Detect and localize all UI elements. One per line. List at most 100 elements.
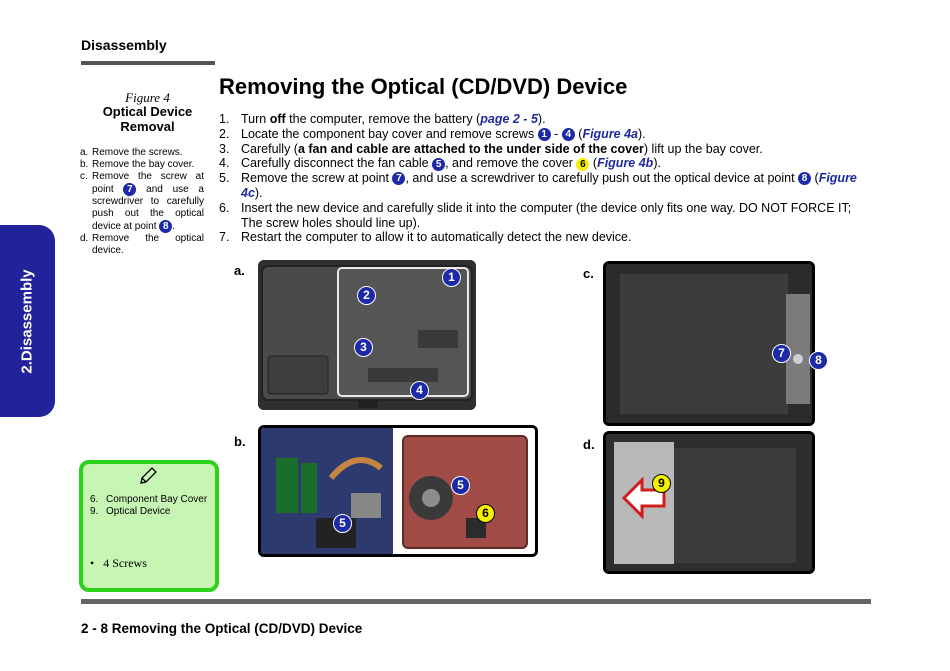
step-text-part: , and remove the cover xyxy=(445,156,577,171)
figure-step-text-pre: Remove the screw at point xyxy=(92,171,204,196)
footer-rule xyxy=(81,599,871,604)
step-text-part: ( xyxy=(589,156,598,171)
step-text-part: ). xyxy=(638,126,646,141)
step-text-part: Carefully ( xyxy=(241,141,298,156)
figure-step-key: d. xyxy=(80,233,89,245)
figure-4b-link[interactable]: Figure 4b xyxy=(597,156,654,171)
photo-b-art xyxy=(261,428,535,554)
step-number: 2. xyxy=(219,126,230,141)
step-text: Remove the screw at point 7, and use a s… xyxy=(241,171,867,201)
step-text-part: Locate the component bay cover and remov… xyxy=(241,126,538,141)
photo-c-art xyxy=(606,264,812,423)
photo-d-badge-9: 9 xyxy=(652,474,671,493)
step-number: 5. xyxy=(219,171,230,186)
photo-a-badge-3: 3 xyxy=(354,338,373,357)
step-number: 3. xyxy=(219,141,230,156)
photo-b-badge-5-cover: 5 xyxy=(451,476,470,495)
note-item: 9. Optical Device xyxy=(90,506,210,518)
page-footer: 2 - 8 Removing the Optical (CD/DVD) Devi… xyxy=(81,621,363,636)
figure-step-text: Remove the optical device. xyxy=(92,233,204,257)
photo-a-badge-2: 2 xyxy=(357,286,376,305)
step-number: 6. xyxy=(219,200,230,215)
step-text: Turn off the computer, remove the batter… xyxy=(241,112,867,127)
badge-1: 1 xyxy=(537,128,551,141)
note-item: 6. Component Bay Cover xyxy=(90,494,210,506)
side-tab xyxy=(0,225,55,417)
step-text-part: ). xyxy=(254,185,263,200)
figure-step-text-post: . xyxy=(172,221,176,233)
note-item-num: 9. xyxy=(90,506,99,517)
figure-label: Figure 4 xyxy=(125,90,170,105)
badge-4: 4 xyxy=(561,128,575,141)
procedure-steps: 1.Turn off the computer, remove the batt… xyxy=(219,112,867,245)
step-number: 7. xyxy=(219,230,230,245)
procedure-step: 7. Restart the computer to allow it to au… xyxy=(219,230,867,245)
step-number: 4. xyxy=(219,156,230,171)
side-tab-label-wrap: 2.Disassembly xyxy=(0,225,55,417)
photo-label-b: b. xyxy=(234,434,246,449)
step-text-part: Remove the screw at point xyxy=(241,171,393,186)
badge-5: 5 xyxy=(432,157,446,171)
figure-step-text: Remove the screw at point 7 and use a sc… xyxy=(92,171,204,234)
figure-step-key: c. xyxy=(80,171,88,182)
photo-a-laptop-underside: 1 2 3 4 xyxy=(258,260,476,410)
note-bullet-text: 4 Screws xyxy=(103,556,147,570)
figure-4c-link[interactable]: Figure 4c xyxy=(241,171,857,200)
step-text-part: ( xyxy=(811,171,819,186)
photo-a-badge-4: 4 xyxy=(410,381,429,400)
note-item-text: Component Bay Cover xyxy=(106,494,208,505)
section-header: Disassembly xyxy=(81,37,167,53)
figure-step: c. Remove the screw at point 7 and use a … xyxy=(80,171,204,234)
side-tab-label: 2.Disassembly xyxy=(19,268,37,374)
step-text-part: ). xyxy=(653,156,661,171)
note-list: 6. Component Bay Cover 9. Optical Device xyxy=(90,494,210,518)
figure-title: Optical Device Removal xyxy=(80,104,215,134)
step-text: Insert the new device and carefully slid… xyxy=(241,200,852,230)
note-item-text: Optical Device xyxy=(106,506,171,517)
photo-label-a: a. xyxy=(234,263,245,278)
figure-4a-link[interactable]: Figure 4a xyxy=(582,126,639,141)
figure-step: a.Remove the screws. xyxy=(80,147,204,159)
photo-b-badge-5-board: 5 xyxy=(333,514,352,533)
step-text-bold: off xyxy=(269,112,286,126)
figure-step-text: Remove the bay cover. xyxy=(92,159,195,170)
photo-label-d: d. xyxy=(583,437,595,452)
procedure-step: 6. Insert the new device and carefully sl… xyxy=(219,201,867,231)
step-text-part: the computer, remove the battery ( xyxy=(285,112,481,126)
header-rule xyxy=(81,61,215,65)
procedure-step: 5. Remove the screw at point 7, and use a… xyxy=(219,171,867,201)
note-item-num: 6. xyxy=(90,494,99,505)
photo-c-optical-screw: 7 xyxy=(603,261,815,426)
photo-c-badge-7: 7 xyxy=(772,344,791,363)
photo-a-art xyxy=(258,260,476,410)
figure-step-text-mid: and use a screwdriver to carefully push … xyxy=(92,184,204,233)
step-text: Restart the computer to allow it to auto… xyxy=(241,230,632,245)
photo-d-optical-out: 9 xyxy=(603,431,815,574)
badge-7: 7 xyxy=(123,183,137,196)
procedure-step: 1.Turn off the computer, remove the batt… xyxy=(219,112,867,127)
photo-d-art xyxy=(606,434,812,571)
step-text-bold: a fan and cable are attached to the unde… xyxy=(297,141,644,156)
step-text-part: - xyxy=(550,126,562,141)
procedure-step: 4. Carefully disconnect the fan cable 5, … xyxy=(219,156,867,171)
note-bullet: • 4 Screws xyxy=(90,556,147,570)
step-text-part: Carefully disconnect the fan cable xyxy=(241,156,433,171)
figure-step-key: b. xyxy=(80,159,89,170)
step-text-part: Turn xyxy=(241,112,270,126)
figure-title-line1: Optical Device xyxy=(102,104,193,119)
figure-step-text: Remove the screws. xyxy=(92,147,183,158)
page-title: Removing the Optical (CD/DVD) Device xyxy=(219,74,628,99)
photo-a-badge-1: 1 xyxy=(442,268,461,287)
figure-step-key: a. xyxy=(80,147,89,158)
photo-label-c: c. xyxy=(583,266,594,281)
page-reference-link[interactable]: page 2 - 5 xyxy=(480,112,538,126)
note-box xyxy=(79,460,219,592)
step-text-part: ). xyxy=(537,112,546,126)
photo-c-badge-8: 8 xyxy=(809,351,828,370)
figure-step: d.Remove the optical device. xyxy=(80,233,204,257)
step-text-part: ( xyxy=(574,126,583,141)
procedure-step: 2. Locate the component bay cover and rem… xyxy=(219,127,867,142)
badge-7: 7 xyxy=(392,172,406,186)
step-text: Carefully disconnect the fan cable 5, an… xyxy=(241,156,867,171)
pencil-icon xyxy=(138,466,158,491)
